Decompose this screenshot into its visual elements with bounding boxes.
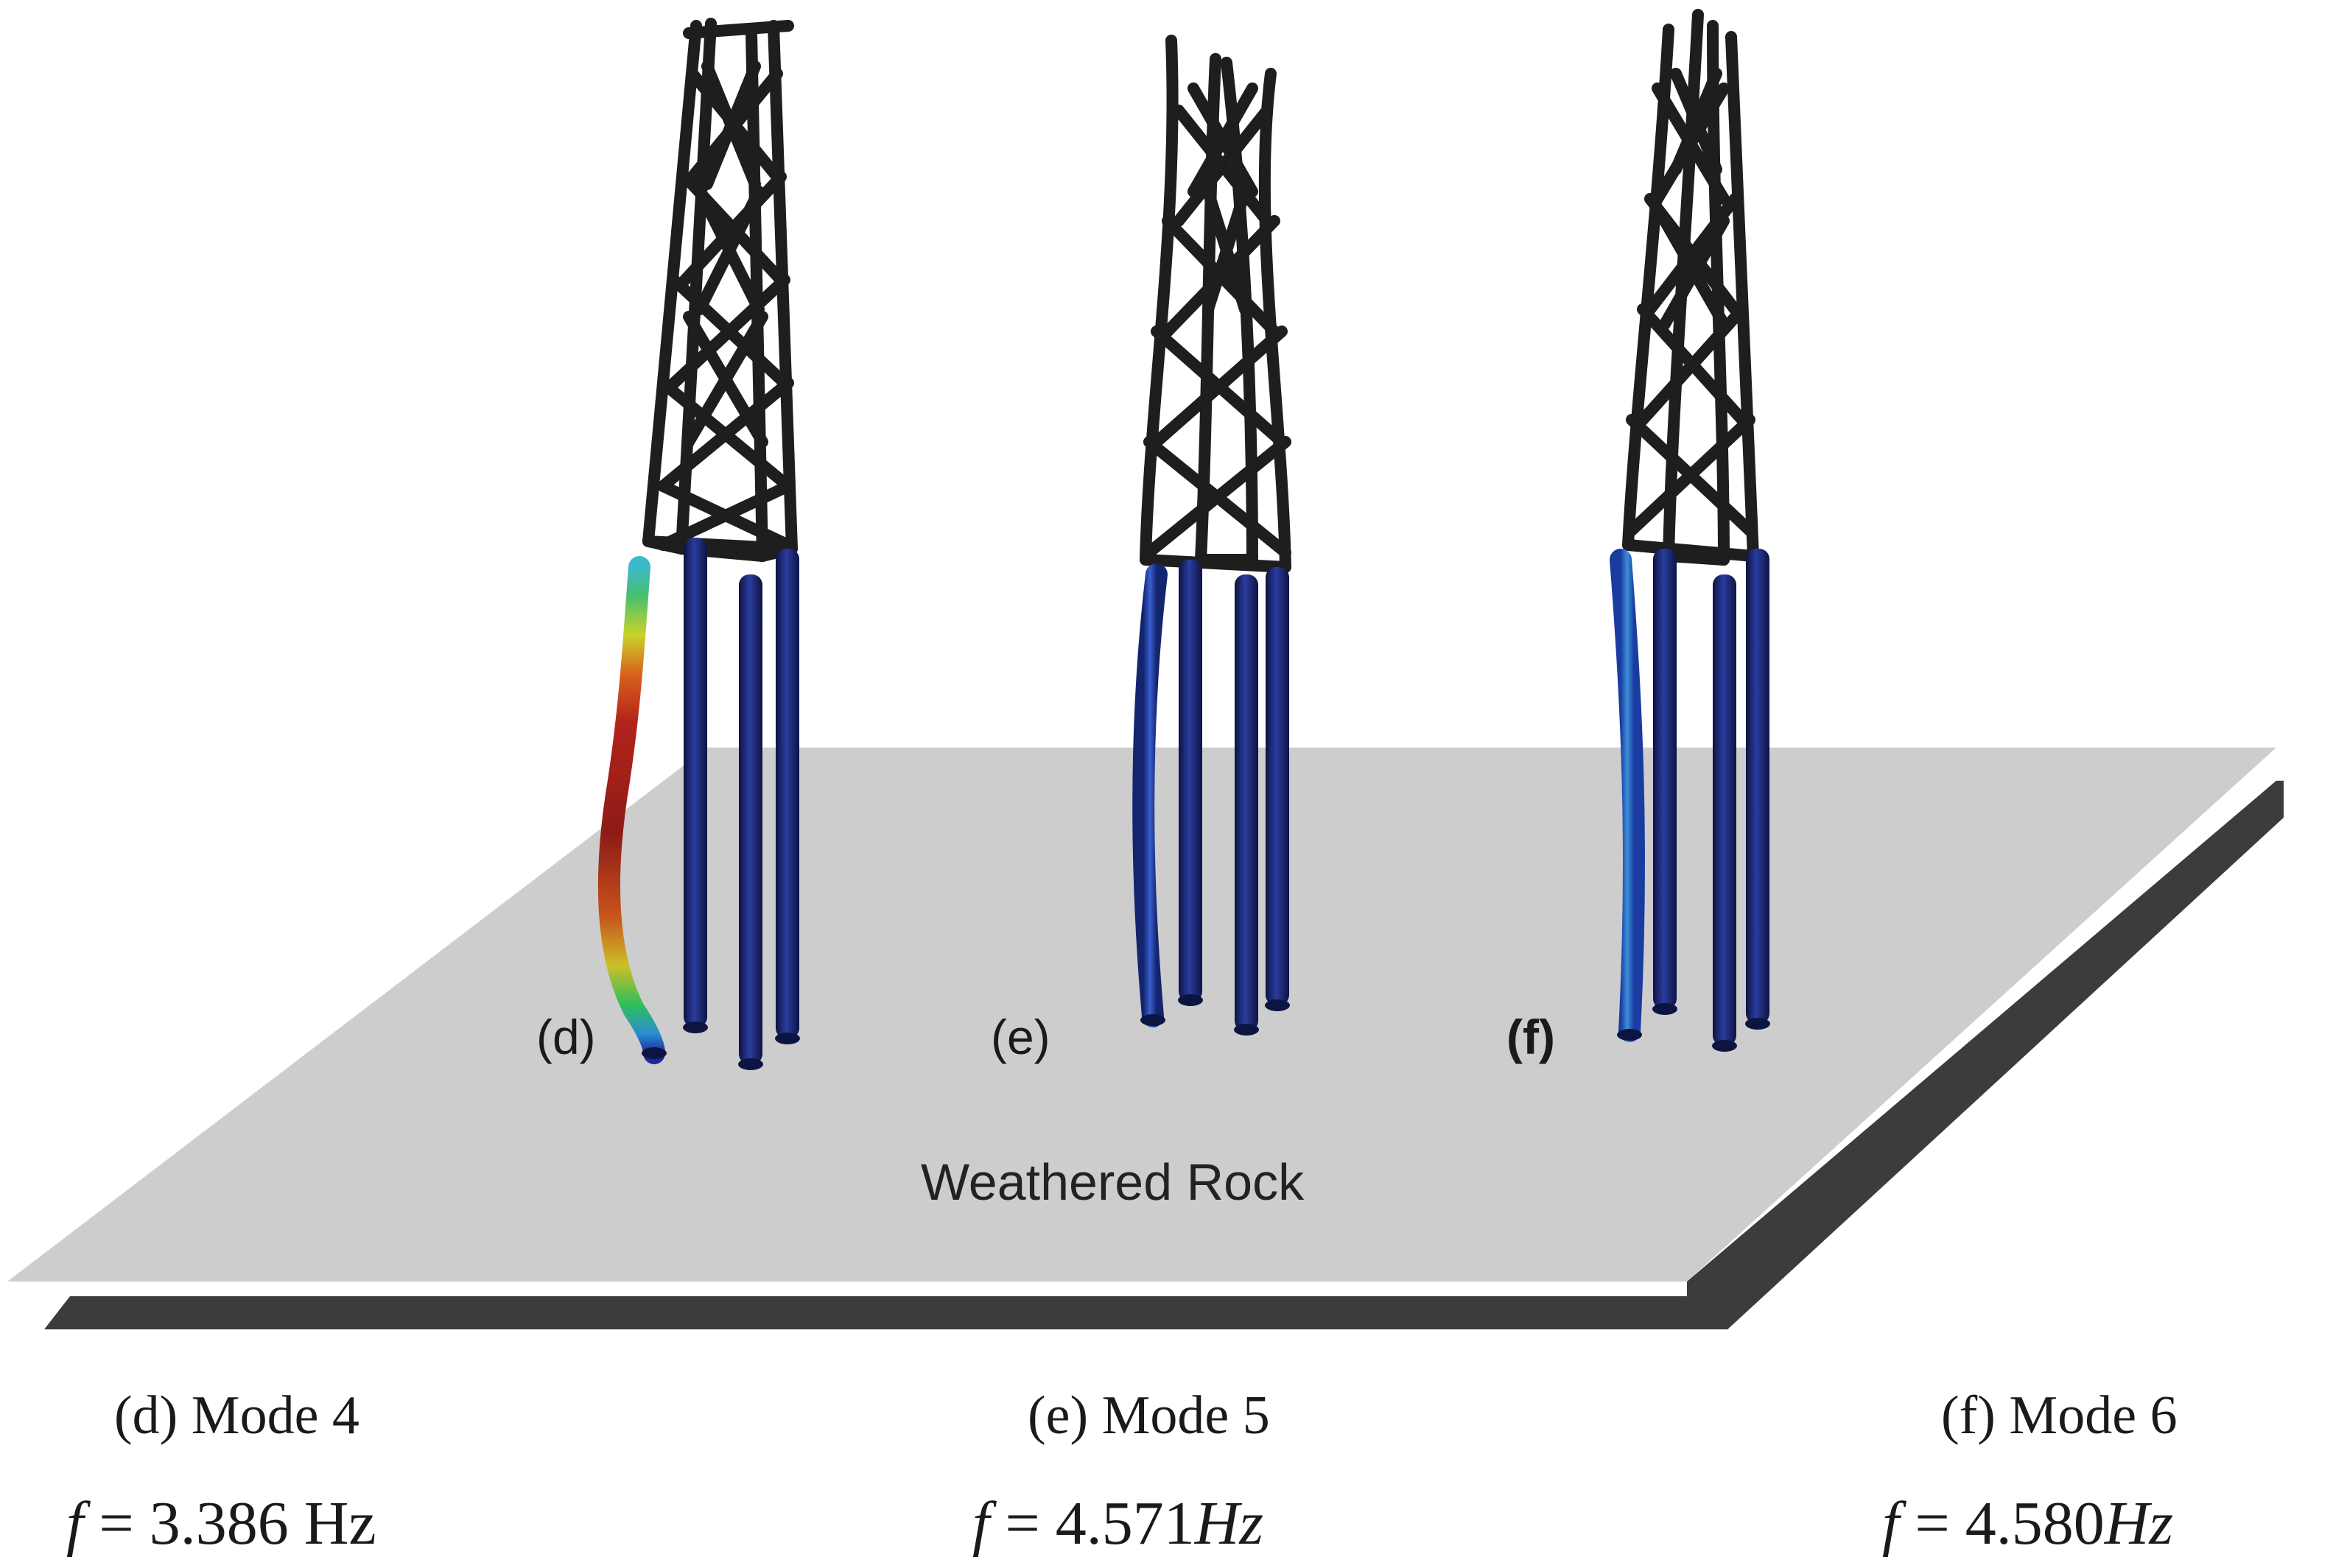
pile: [1713, 574, 1736, 1046]
mode-caption-e: (e) Mode 5: [1028, 1385, 1270, 1446]
frequency-unit: Hz: [1194, 1489, 1264, 1558]
pile: [684, 538, 707, 1027]
tower-e: [1132, 35, 1291, 1036]
pile-deformed: [597, 556, 665, 1064]
pile: [1179, 560, 1202, 1002]
platform-side: [1687, 781, 2284, 1329]
frequency-value: 3.386: [149, 1489, 289, 1558]
panel-label-f: (f): [1506, 1010, 1555, 1064]
pile-base: [1712, 1040, 1737, 1052]
pile-base: [1140, 1014, 1165, 1026]
tower-f-piles: [1610, 549, 1770, 1052]
pile-base: [1652, 1003, 1677, 1015]
frequency-f: f = 4.580Hz: [1882, 1488, 2173, 1559]
tower-e-piles: [1132, 560, 1290, 1036]
frequency-symbol: f: [1882, 1489, 1900, 1558]
mode-caption-f: (f) Mode 6: [1941, 1385, 2178, 1446]
pile: [1746, 549, 1769, 1024]
frequency-symbol: f: [66, 1489, 84, 1558]
pile: [1653, 549, 1677, 1009]
tower-d: [597, 18, 800, 1070]
pile-base: [1178, 994, 1203, 1006]
pile-base: [775, 1033, 800, 1044]
equals-sign: =: [1915, 1489, 1950, 1558]
pile-base: [1617, 1029, 1642, 1041]
equals-sign: =: [1005, 1489, 1040, 1558]
tower-f: [1610, 9, 1770, 1052]
frequency-value: 4.571: [1055, 1489, 1195, 1558]
panel-label-d: (d): [536, 1010, 596, 1064]
pile-base: [1265, 999, 1290, 1011]
mode-caption-d: (d) Mode 4: [114, 1385, 359, 1446]
pile: [1235, 574, 1258, 1031]
tower-d-lattice: [642, 18, 798, 562]
platform-label: Weathered Rock: [921, 1153, 1305, 1211]
tower-d-piles: [597, 538, 800, 1070]
pile-deformed: [1132, 563, 1168, 1027]
frequency-value: 4.580: [1965, 1489, 2105, 1558]
frequency-e: f = 4.571Hz: [972, 1488, 1263, 1559]
tower-f-lattice: [1622, 9, 1759, 566]
pile-base: [1234, 1024, 1259, 1036]
pile-base: [642, 1047, 667, 1059]
pile-base: [683, 1022, 708, 1033]
panel-label-e: (e): [991, 1010, 1050, 1064]
frequency-unit: Hz: [2104, 1489, 2174, 1558]
pile: [739, 574, 762, 1064]
pile-base: [738, 1058, 763, 1070]
pile: [1266, 567, 1289, 1005]
frequency-unit: Hz: [304, 1489, 376, 1558]
pile: [776, 549, 799, 1038]
pile-base: [1745, 1018, 1770, 1030]
equals-sign: =: [99, 1489, 134, 1558]
pile-deformed: [1610, 549, 1645, 1042]
frequency-symbol: f: [972, 1489, 990, 1558]
tower-e-lattice: [1140, 35, 1291, 573]
frequency-d: f = 3.386 Hz: [66, 1488, 376, 1559]
